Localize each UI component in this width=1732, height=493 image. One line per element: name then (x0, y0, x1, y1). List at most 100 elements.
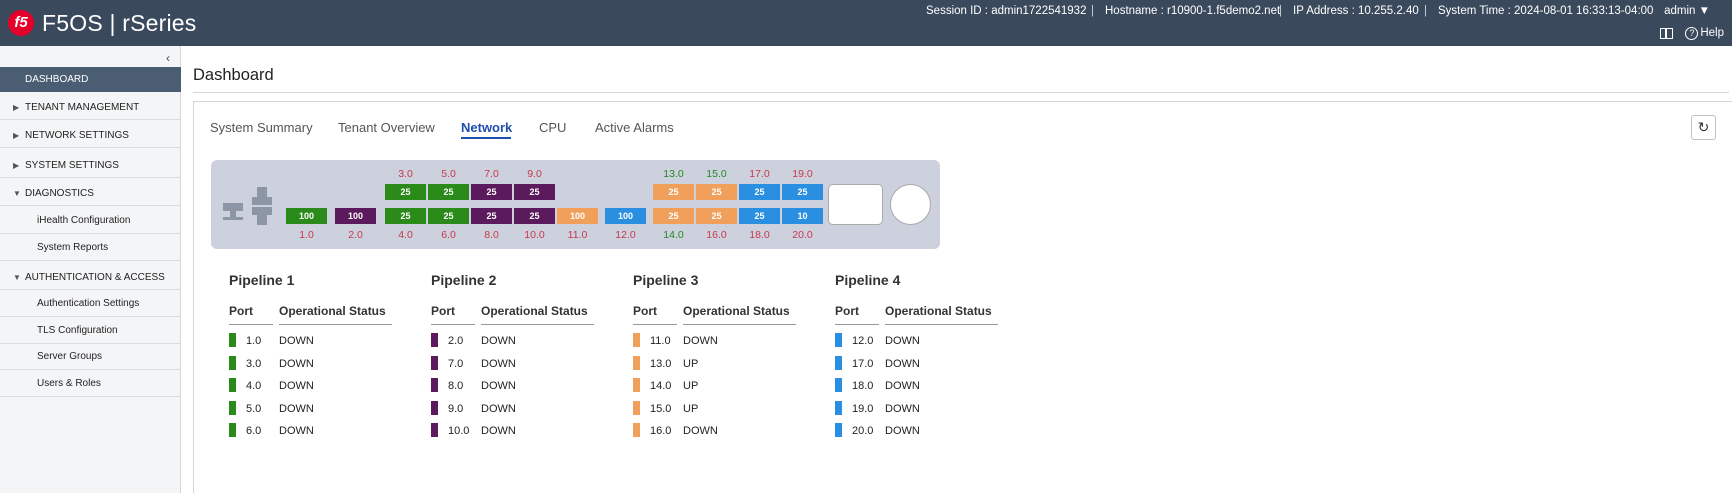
port-bottom-4[interactable]: 25 (471, 208, 512, 224)
port-bottom-7[interactable]: 100 (605, 208, 646, 224)
tab-tenant-overview[interactable]: Tenant Overview (338, 120, 435, 135)
session-id: Session ID : admin1722541932 (926, 5, 1087, 17)
port-label: 16.0 (706, 229, 727, 241)
tab-system-summary[interactable]: System Summary (210, 120, 313, 135)
port-bottom-11[interactable]: 10 (782, 208, 823, 224)
title-divider (193, 92, 1729, 93)
port-bottom-3[interactable]: 25 (428, 208, 469, 224)
tab-network[interactable]: Network (461, 120, 513, 135)
sidebar-item-tenant-management[interactable]: ▶TENANT MANAGEMENT (0, 95, 181, 120)
port-label: 11.0 (567, 229, 588, 241)
port-label: 15.0 (706, 168, 727, 180)
pipeline-status: DOWN (885, 425, 920, 437)
pipeline-title: Pipeline 1 (229, 272, 295, 288)
refresh-button[interactable]: ↻ (1691, 115, 1716, 140)
pipeline-port: 6.0 (246, 425, 262, 437)
port-bottom-2[interactable]: 25 (385, 208, 426, 224)
pipeline-port: 20.0 (852, 425, 874, 437)
sidebar-item-dashboard[interactable]: DASHBOARD (0, 67, 181, 92)
port-label: 2.0 (348, 229, 363, 241)
pipeline-port: 4.0 (246, 380, 262, 392)
port-bottom-0[interactable]: 100 (286, 208, 327, 224)
pipeline-color-swatch (835, 355, 842, 370)
column-header-port: Port (229, 304, 273, 325)
pipeline-port: 9.0 (448, 402, 464, 415)
port-panel (211, 160, 940, 249)
console-port (828, 184, 883, 225)
collapse-sidebar-icon[interactable]: ‹ (166, 51, 170, 65)
port-label: 6.0 (441, 229, 456, 241)
port-label: 14.0 (663, 229, 684, 241)
pipeline-color-swatch (835, 423, 842, 437)
pipeline-port: 13.0 (650, 357, 672, 370)
pipeline-color-swatch (229, 355, 236, 370)
page-title: Dashboard (193, 66, 274, 84)
port-label: 4.0 (398, 229, 413, 241)
pipeline-port: 19.0 (852, 402, 874, 415)
sidebar-item-system-settings[interactable]: ▶SYSTEM SETTINGS (0, 153, 181, 178)
pipeline-color-swatch (431, 378, 438, 392)
port-bottom-5[interactable]: 25 (514, 208, 555, 224)
port-bottom-9[interactable]: 25 (696, 208, 737, 224)
port-top-2[interactable]: 25 (471, 184, 512, 200)
pipeline-status: DOWN (279, 357, 314, 370)
tab-cpu[interactable]: CPU (539, 120, 567, 135)
sidebar-item-system-reports[interactable]: System Reports (0, 235, 181, 261)
port-top-4[interactable]: 25 (653, 184, 694, 200)
caret-down-icon: ▼ (13, 273, 21, 282)
sidebar-item-diagnostics[interactable]: ▼DIAGNOSTICS (0, 181, 181, 206)
pipeline-port: 10.0 (448, 425, 470, 437)
management-ports-icon (223, 187, 272, 225)
port-bottom-1[interactable]: 100 (335, 208, 376, 224)
port-bottom-6[interactable]: 100 (557, 208, 598, 224)
pipeline-status: DOWN (885, 357, 920, 370)
pipeline-status: UP (683, 402, 699, 415)
port-top-5[interactable]: 25 (696, 184, 737, 200)
port-label: 1.0 (299, 229, 314, 241)
pipeline-port: 18.0 (852, 380, 874, 392)
port-top-0[interactable]: 25 (385, 184, 426, 200)
port-bottom-10[interactable]: 25 (739, 208, 780, 224)
pipeline-color-swatch (431, 423, 438, 437)
caret-right-icon: ▶ (13, 131, 20, 140)
sidebar-item-authentication-settings[interactable]: Authentication Settings (0, 291, 181, 317)
pipeline-status: DOWN (279, 425, 314, 437)
column-header-operational-status: Operational Status (885, 304, 998, 325)
pipeline-color-swatch (633, 423, 640, 437)
help-link[interactable]: ?Help (1685, 27, 1724, 40)
pipeline-port: 3.0 (246, 357, 262, 370)
sidebar-item-ihealth[interactable]: iHealth Configuration (0, 208, 181, 234)
column-header-port: Port (835, 304, 879, 325)
caret-right-icon: ▶ (13, 161, 20, 170)
port-bottom-8[interactable]: 25 (653, 208, 694, 224)
user-menu[interactable]: admin ▼ (1664, 5, 1710, 17)
port-top-3[interactable]: 25 (514, 184, 555, 200)
port-top-6[interactable]: 25 (739, 184, 780, 200)
pipeline-port: 5.0 (246, 402, 262, 415)
user-icon: ▼ (1698, 5, 1710, 17)
pipeline-status: DOWN (885, 402, 920, 415)
port-top-1[interactable]: 25 (428, 184, 469, 200)
pipeline-status: DOWN (885, 335, 920, 347)
pipeline-color-swatch (431, 400, 438, 415)
port-label: 5.0 (441, 168, 456, 180)
power-indicator (890, 184, 931, 225)
pipeline-status: DOWN (481, 357, 516, 370)
pipeline-color-swatch (431, 333, 438, 347)
port-top-7[interactable]: 25 (782, 184, 823, 200)
sidebar-item-tls-configuration[interactable]: TLS Configuration (0, 318, 181, 344)
hostname: Hostname : r10900-1.f5demo2.net (1091, 5, 1280, 17)
sidebar-item-network-settings[interactable]: ▶NETWORK SETTINGS (0, 123, 181, 148)
port-label: 8.0 (484, 229, 499, 241)
port-label: 20.0 (792, 229, 813, 241)
sidebar-item-authentication-access[interactable]: ▼AUTHENTICATION & ACCESS (0, 265, 181, 290)
pipeline-status: DOWN (481, 402, 516, 415)
pipeline-port: 8.0 (448, 380, 464, 392)
column-header-operational-status: Operational Status (279, 304, 392, 325)
tab-active-alarms[interactable]: Active Alarms (595, 120, 674, 135)
sidebar-item-server-groups[interactable]: Server Groups (0, 344, 181, 370)
pipeline-status: DOWN (279, 335, 314, 347)
sidebar-item-users-roles[interactable]: Users & Roles (0, 371, 181, 397)
port-label: 7.0 (484, 168, 499, 180)
book-icon[interactable] (1660, 28, 1674, 39)
